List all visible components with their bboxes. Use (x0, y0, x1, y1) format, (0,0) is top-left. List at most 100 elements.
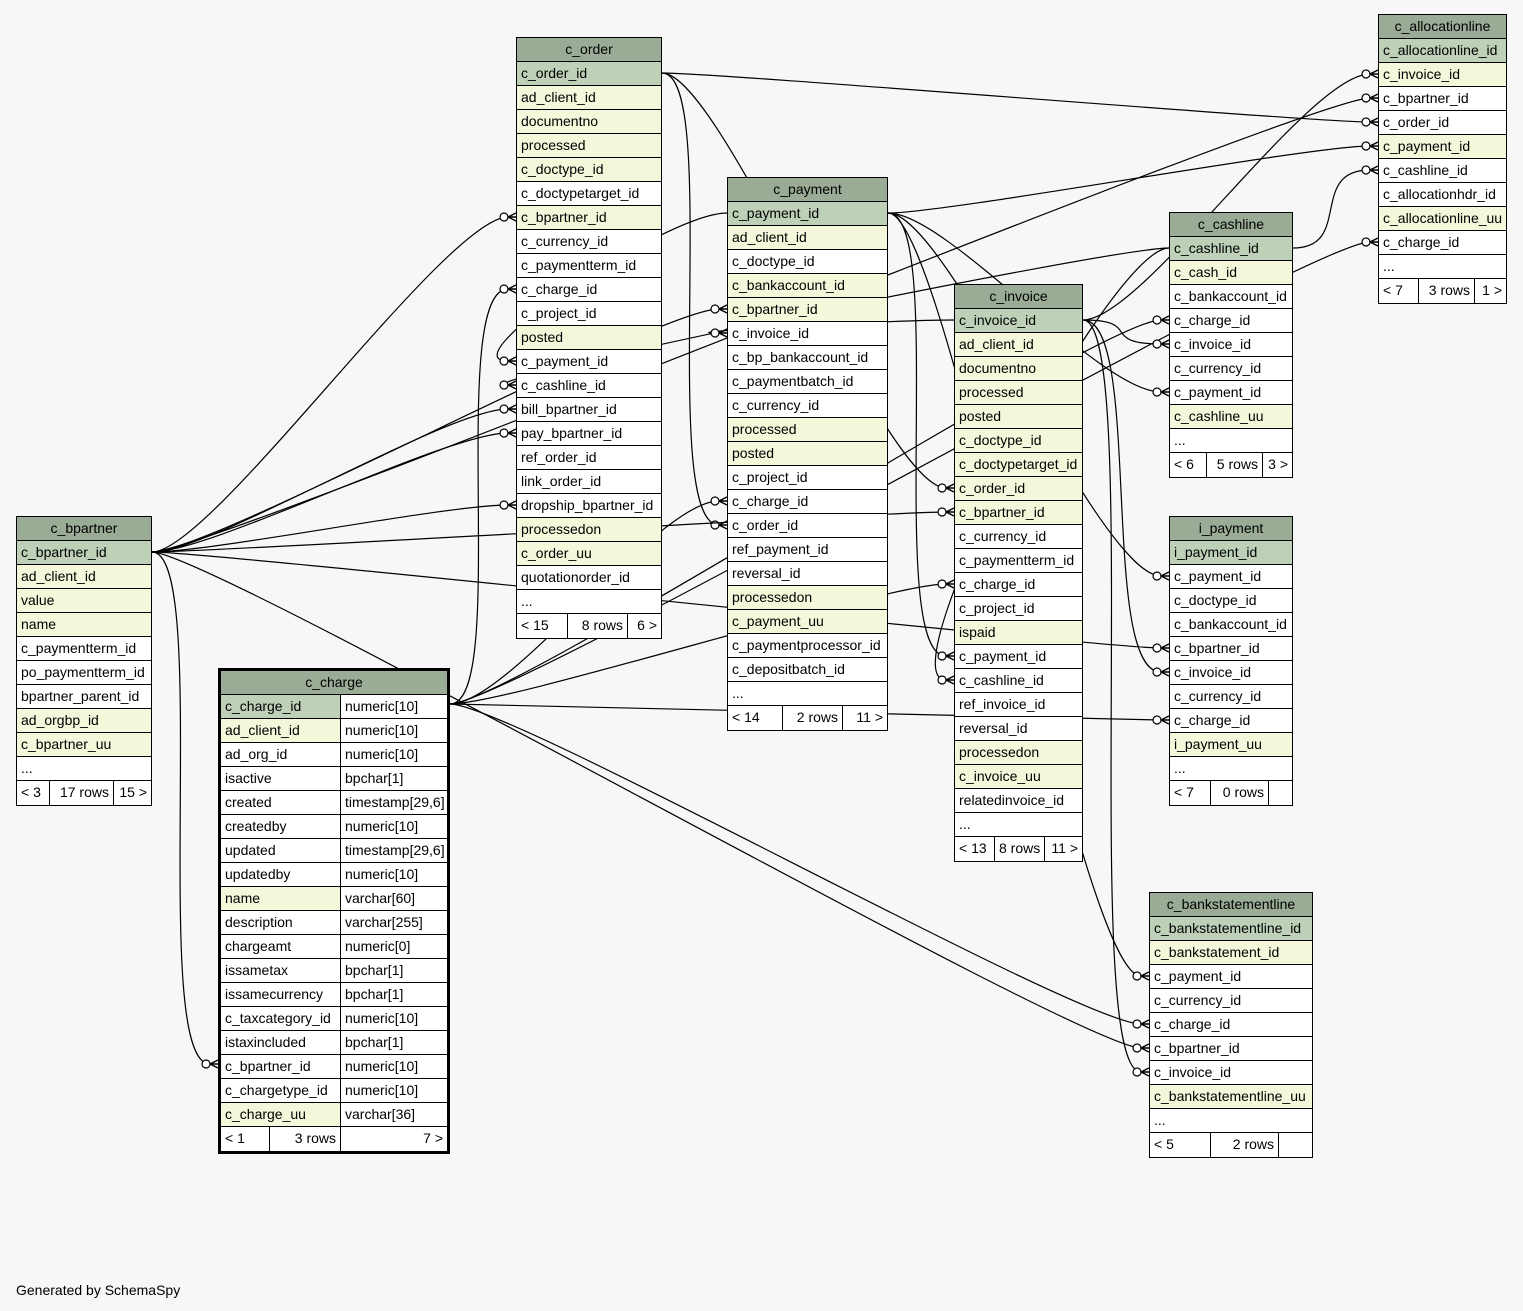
table-title[interactable]: c_payment (728, 178, 887, 202)
column-row[interactable]: posted (517, 326, 661, 350)
column-row[interactable]: c_cashline_id (517, 374, 661, 398)
column-row[interactable]: c_order_id (955, 477, 1082, 501)
column-row[interactable]: c_allocationline_id (1379, 39, 1506, 63)
table-title[interactable]: c_invoice (955, 285, 1082, 309)
parents-count-link[interactable]: < 5 (1150, 1133, 1211, 1157)
column-row[interactable]: ... (17, 757, 151, 781)
children-count-link[interactable] (1269, 781, 1292, 805)
children-count-link[interactable]: 11 > (856, 709, 883, 725)
column-row[interactable]: c_doctype_id (955, 429, 1082, 453)
column-row[interactable]: c_charge_id (517, 278, 661, 302)
column-row[interactable]: c_doctypetarget_id (955, 453, 1082, 477)
column-row[interactable]: c_bp_bankaccount_id (728, 346, 887, 370)
column-row[interactable]: c_invoice_id (1170, 333, 1292, 357)
column-row[interactable]: c_allocationline_uu (1379, 207, 1506, 231)
children-count-link[interactable]: 11 > (1051, 840, 1078, 856)
column-row[interactable]: c_charge_id (728, 490, 887, 514)
column-row[interactable]: ref_payment_id (728, 538, 887, 562)
column-row[interactable]: c_cashline_uu (1170, 405, 1292, 429)
column-row[interactable]: c_cash_id (1170, 261, 1292, 285)
children-count-link[interactable]: 7 > (423, 1130, 443, 1146)
column-row[interactable]: c_doctype_id (517, 158, 661, 182)
column-row[interactable]: processed (517, 134, 661, 158)
column-row[interactable]: processedon (955, 741, 1082, 765)
parents-count-link[interactable]: < 13 (955, 837, 995, 861)
column-row[interactable]: c_invoice_id (1379, 63, 1506, 87)
parents-count-link[interactable]: < 3 (17, 781, 50, 805)
parents-count-link[interactable]: < 7 (1170, 781, 1211, 805)
column-row[interactable]: c_invoice_id (728, 322, 887, 346)
column-row[interactable]: c_invoice_uu (955, 765, 1082, 789)
children-count-link[interactable]: 15 > (119, 784, 147, 800)
column-row[interactable]: c_payment_id (728, 202, 887, 226)
column-row[interactable]: c_bpartner_id (1379, 87, 1506, 111)
column-row[interactable]: c_payment_id (1150, 965, 1312, 989)
column-row[interactable]: i_payment_uu (1170, 733, 1292, 757)
column-row[interactable]: po_paymentterm_id (17, 661, 151, 685)
parents-count-link[interactable]: < 6 (1170, 453, 1207, 477)
column-row[interactable]: c_order_id (1379, 111, 1506, 135)
column-row[interactable]: c_allocationhdr_id (1379, 183, 1506, 207)
column-row[interactable]: ... (1379, 255, 1506, 279)
column-row[interactable]: c_project_id (955, 597, 1082, 621)
parents-count-link[interactable]: < 14 (728, 706, 783, 730)
column-row[interactable]: processedon (728, 586, 887, 610)
column-row[interactable]: ad_client_id (955, 333, 1082, 357)
column-row[interactable]: c_cashline_id (955, 669, 1082, 693)
column-row[interactable]: c_order_id (517, 62, 661, 86)
column-row[interactable]: c_paymentterm_id (517, 254, 661, 278)
column-row[interactable]: c_charge_id (1150, 1013, 1312, 1037)
column-row[interactable]: documentno (517, 110, 661, 134)
column-row[interactable]: c_payment_id (517, 350, 661, 374)
column-row[interactable]: c_bpartner_id (955, 501, 1082, 525)
column-row[interactable]: c_cashline_id (1170, 237, 1292, 261)
column-row[interactable]: c_bpartner_id (17, 541, 151, 565)
column-row[interactable]: c_bpartner_id (517, 206, 661, 230)
column-row[interactable]: value (17, 589, 151, 613)
column-row[interactable]: ad_orgbp_id (17, 709, 151, 733)
column-row[interactable]: c_invoice_id (1170, 661, 1292, 685)
column-row[interactable]: c_doctype_id (728, 250, 887, 274)
column-row[interactable]: processed (955, 381, 1082, 405)
table-title[interactable]: c_bpartner (17, 517, 151, 541)
column-row[interactable]: ref_invoice_id (955, 693, 1082, 717)
column-row[interactable]: c_depositbatch_id (728, 658, 887, 682)
column-row[interactable]: processedon (517, 518, 661, 542)
column-row[interactable]: ... (1170, 429, 1292, 453)
column-row[interactable]: c_payment_id (1170, 381, 1292, 405)
column-row[interactable]: c_invoice_id (955, 309, 1082, 333)
column-row[interactable]: c_bankaccount_id (1170, 613, 1292, 637)
column-row[interactable]: ref_order_id (517, 446, 661, 470)
column-row[interactable]: c_paymentterm_id (955, 549, 1082, 573)
column-row[interactable]: c_bankstatementline_uu (1150, 1085, 1312, 1109)
parents-count-link[interactable]: < 7 (1379, 279, 1419, 303)
column-row[interactable]: c_bpartner_id (1150, 1037, 1312, 1061)
table-title[interactable]: c_bankstatementline (1150, 893, 1312, 917)
column-row[interactable]: c_bankaccount_id (728, 274, 887, 298)
column-row[interactable]: c_currency_id (1170, 357, 1292, 381)
column-row[interactable]: posted (728, 442, 887, 466)
column-row[interactable]: relatedinvoice_id (955, 789, 1082, 813)
column-row[interactable]: ad_client_id (517, 86, 661, 110)
column-row[interactable]: c_paymentbatch_id (728, 370, 887, 394)
table-title[interactable]: c_charge (221, 671, 447, 695)
column-row[interactable]: c_payment_id (955, 645, 1082, 669)
column-row[interactable]: c_payment_id (1170, 565, 1292, 589)
column-row[interactable]: pay_bpartner_id (517, 422, 661, 446)
column-row[interactable]: c_bankstatement_id (1150, 941, 1312, 965)
column-row[interactable]: c_paymentprocessor_id (728, 634, 887, 658)
